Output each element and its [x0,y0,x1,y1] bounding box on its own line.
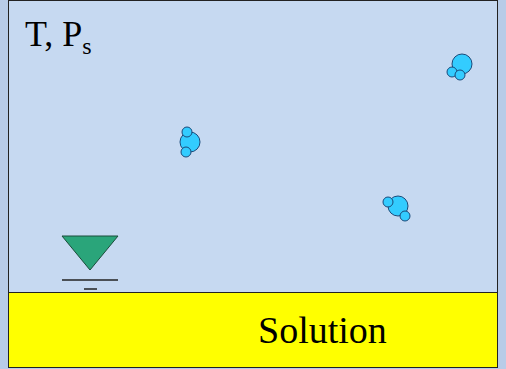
temperature-pressure: T, P [25,14,82,54]
vapor-space [9,1,498,368]
subscript: s [82,33,91,59]
solution-label: Solution [258,308,387,352]
vapor-region: T, PsSolution [8,0,498,368]
solution-layer [9,293,498,368]
solution-band: Solution [8,292,498,368]
water-molecule [180,127,200,157]
water-molecule [447,54,472,80]
water-molecule [383,196,410,221]
water-level-symbol [62,236,118,289]
state-label: T, Ps [25,14,92,66]
